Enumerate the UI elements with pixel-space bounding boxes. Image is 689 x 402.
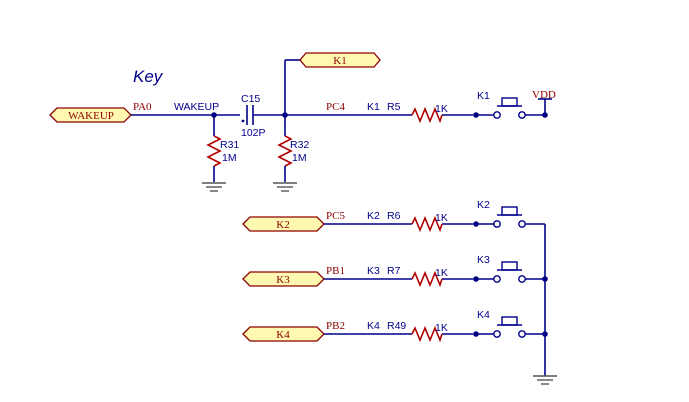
- resistor-r5: [411, 106, 443, 124]
- switch-k4-label: K4: [477, 309, 490, 321]
- c15-value: 102P: [241, 127, 266, 139]
- r31-value: 1M: [222, 152, 237, 164]
- k3-port-label: K3: [276, 274, 290, 286]
- ground-symbol-r31: [202, 182, 226, 192]
- r7-value: 1K: [435, 267, 448, 279]
- k4-port-label: K4: [276, 329, 290, 341]
- r6-value: 1K: [435, 212, 448, 224]
- resistor-r49: [411, 325, 443, 343]
- r49-value: 1K: [435, 322, 448, 334]
- net-label-pa0: PA0: [133, 101, 152, 113]
- resistor-r31: [206, 135, 222, 167]
- wakeup-port: WAKEUP: [49, 107, 132, 123]
- switch-k2-label: K2: [477, 199, 490, 211]
- switch-k1: [493, 97, 526, 119]
- r5-value: 1K: [435, 103, 448, 115]
- k4-port: K4: [242, 326, 325, 342]
- k1-port: K1: [299, 52, 381, 68]
- row2-key-label: K2: [367, 210, 380, 222]
- net-label-pc5: PC5: [326, 210, 345, 222]
- capacitor-c15: [241, 105, 254, 125]
- ground-symbol-keys: [533, 375, 557, 385]
- c15-ref: C15: [241, 93, 260, 105]
- r7-ref: R7: [387, 265, 401, 277]
- r31-ref: R31: [220, 139, 239, 151]
- row1-key-label: K1: [367, 101, 380, 113]
- resistor-r7: [411, 270, 443, 288]
- net-label-pb1: PB1: [326, 265, 345, 277]
- net-label-wakeup: WAKEUP: [174, 101, 219, 113]
- k3-port: K3: [242, 271, 325, 287]
- row4-key-label: K4: [367, 320, 380, 332]
- r6-ref: R6: [387, 210, 401, 222]
- net-label-pb2: PB2: [326, 320, 345, 332]
- switch-k4: [493, 316, 526, 338]
- vdd-label: VDD: [532, 89, 556, 101]
- switch-k3-label: K3: [477, 254, 490, 266]
- switch-k2: [493, 206, 526, 228]
- resistor-r6: [411, 215, 443, 233]
- row3-key-label: K3: [367, 265, 380, 277]
- net-label-pc4: PC4: [326, 101, 345, 113]
- k1-port-label: K1: [333, 55, 346, 67]
- r32-value: 1M: [292, 152, 307, 164]
- resistor-r32: [277, 135, 293, 167]
- r5-ref: R5: [387, 101, 401, 113]
- r32-ref: R32: [290, 139, 309, 151]
- ground-symbol-r32: [273, 182, 297, 192]
- r49-ref: R49: [387, 320, 406, 332]
- switch-k3: [493, 261, 526, 283]
- k2-port-label: K2: [276, 219, 289, 231]
- k2-port: K2: [242, 216, 325, 232]
- schematic-title: Key: [133, 67, 164, 86]
- switch-k1-label: K1: [477, 90, 490, 102]
- wakeup-port-label: WAKEUP: [68, 110, 114, 122]
